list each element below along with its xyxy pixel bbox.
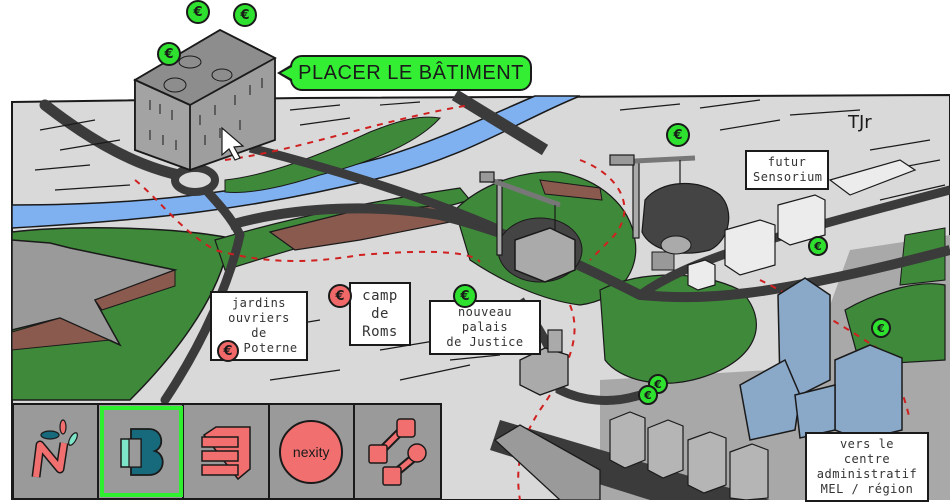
signature: TJr [847, 112, 872, 133]
tool-b-logo[interactable] [99, 405, 185, 498]
euro-coin-icon[interactable]: € [157, 42, 181, 66]
cta-tail-inner [281, 67, 292, 79]
tool-n-logo[interactable] [14, 405, 100, 498]
label-line: jardins [231, 296, 287, 310]
euro-coin-icon[interactable]: € [217, 340, 239, 362]
euro-symbol: € [814, 239, 822, 253]
label-jardins-ouvriers: jardins ouvriers de la Poterne [210, 291, 308, 361]
label-line: futur [767, 155, 807, 169]
label-line: Sensorium [753, 170, 823, 184]
nexity-label: nexity [292, 443, 330, 460]
building-toolbar: nexity [12, 403, 442, 500]
euro-symbol: € [240, 7, 250, 23]
label-line: MEL / région [820, 482, 914, 496]
euro-symbol: € [644, 388, 652, 402]
euro-coin-icon[interactable]: € [453, 284, 477, 308]
label-line: de Justice [446, 335, 524, 349]
euro-symbol: € [673, 127, 683, 143]
euro-symbol: € [877, 321, 885, 335]
euro-coin-icon[interactable]: € [233, 3, 257, 27]
connected-nodes-logo-icon [368, 417, 428, 486]
nexity-logo-icon: nexity [279, 419, 344, 484]
place-building-button[interactable]: PLACER LE BÂTIMENT [290, 55, 532, 91]
label-futur-sensorium: futur Sensorium [745, 150, 829, 190]
tool-stack-logo[interactable] [184, 405, 270, 498]
euro-symbol: € [164, 46, 174, 62]
n-leaves-logo-icon [31, 418, 78, 478]
label-line: ouvriers de [228, 311, 290, 340]
euro-coin-icon[interactable]: € [186, 0, 210, 24]
label-camp-de-roms: camp de Roms [349, 282, 411, 346]
stacked-blocks-logo-icon [201, 425, 251, 480]
tool-nodes-logo[interactable] [354, 405, 440, 498]
euro-symbol: € [335, 288, 345, 304]
euro-coin-icon[interactable]: € [808, 236, 828, 256]
label-line: camp [362, 288, 398, 304]
label-centre-administratif: vers le centre administratif MEL / régio… [805, 432, 929, 502]
tool-nexity[interactable]: nexity [269, 405, 355, 498]
euro-coin-icon[interactable]: € [638, 385, 658, 405]
label-line: Roms [362, 324, 398, 340]
label-line: nouveau palais [457, 305, 513, 334]
euro-symbol: € [223, 343, 233, 359]
euro-coin-icon[interactable]: € [666, 123, 690, 147]
euro-symbol: € [460, 288, 470, 304]
place-building-label: PLACER LE BÂTIMENT [298, 61, 524, 84]
label-line: administratif [816, 467, 918, 481]
label-line: de [371, 306, 389, 322]
euro-coin-icon[interactable]: € [328, 284, 352, 308]
euro-coin-icon[interactable]: € [871, 318, 891, 338]
b-logo-icon [120, 427, 164, 476]
label-line: la Poterne [220, 341, 298, 355]
euro-symbol: € [654, 377, 662, 391]
label-palais-de-justice: nouveau palais de Justice [429, 300, 541, 355]
label-line: vers le centre [839, 437, 895, 466]
euro-symbol: € [193, 4, 203, 20]
